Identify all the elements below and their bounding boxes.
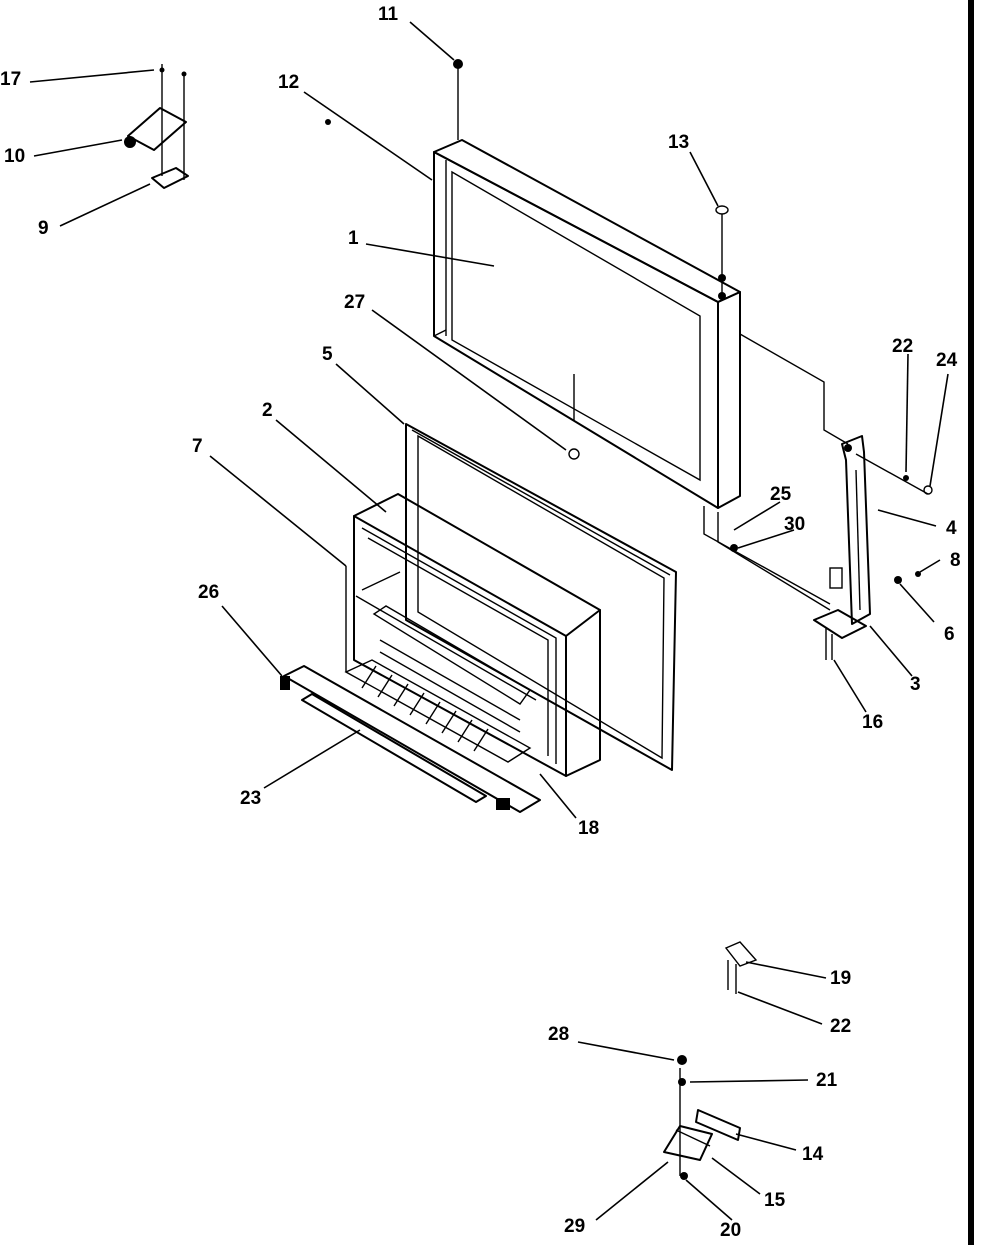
part-9-hinge-plate [151,167,189,189]
part-4-hinge-bracket [813,435,871,639]
part-labels: 17 10 9 11 12 13 1 27 5 2 7 26 23 18 22 … [0,4,961,1241]
label-19: 19 [830,968,851,989]
label-22-bottom: 22 [830,1016,851,1037]
label-13: 13 [668,132,689,153]
label-18: 18 [578,818,599,839]
label-5: 5 [322,344,333,365]
part-23-handle [280,665,541,813]
label-8: 8 [950,550,961,571]
part-12-screw [325,119,331,125]
label-11: 11 [378,4,399,25]
part-19-stop [724,941,758,994]
label-26: 26 [198,582,219,603]
label-6: 6 [944,624,955,645]
label-4: 4 [946,518,957,539]
part-22-screw [903,475,909,481]
label-30: 30 [784,514,805,535]
label-10: 10 [4,146,25,167]
part-1-door-frame [433,139,741,509]
label-23: 23 [240,788,261,809]
label-7: 7 [192,436,203,457]
label-1: 1 [348,228,359,249]
label-16: 16 [862,712,883,733]
label-3: 3 [910,674,921,695]
label-20: 20 [720,1220,741,1241]
label-22-top: 22 [892,336,913,357]
label-21: 21 [816,1070,838,1091]
label-27: 27 [344,292,365,313]
label-2: 2 [262,400,273,421]
leader-lines [29,21,949,1221]
part-15-bottom-hinge [663,1055,713,1180]
label-12: 12 [278,72,299,93]
right-border-bar [968,0,974,1245]
label-28: 28 [548,1024,569,1045]
label-29: 29 [564,1216,585,1237]
part-16-screw [825,628,833,660]
part-8-screw [915,571,921,577]
label-17: 17 [0,69,21,90]
part-6-bushing [894,576,902,584]
part-2-door-liner [344,493,601,777]
label-14: 14 [802,1144,824,1165]
label-24: 24 [936,350,958,371]
part-5-gasket [405,423,677,771]
part-14-hinge-pin [695,1109,741,1141]
part-13-plug [715,205,729,215]
label-25: 25 [770,484,792,505]
label-9: 9 [38,218,49,239]
part-10-top-hinge [124,64,187,180]
part-27-plug [568,448,580,460]
label-15: 15 [764,1190,786,1211]
